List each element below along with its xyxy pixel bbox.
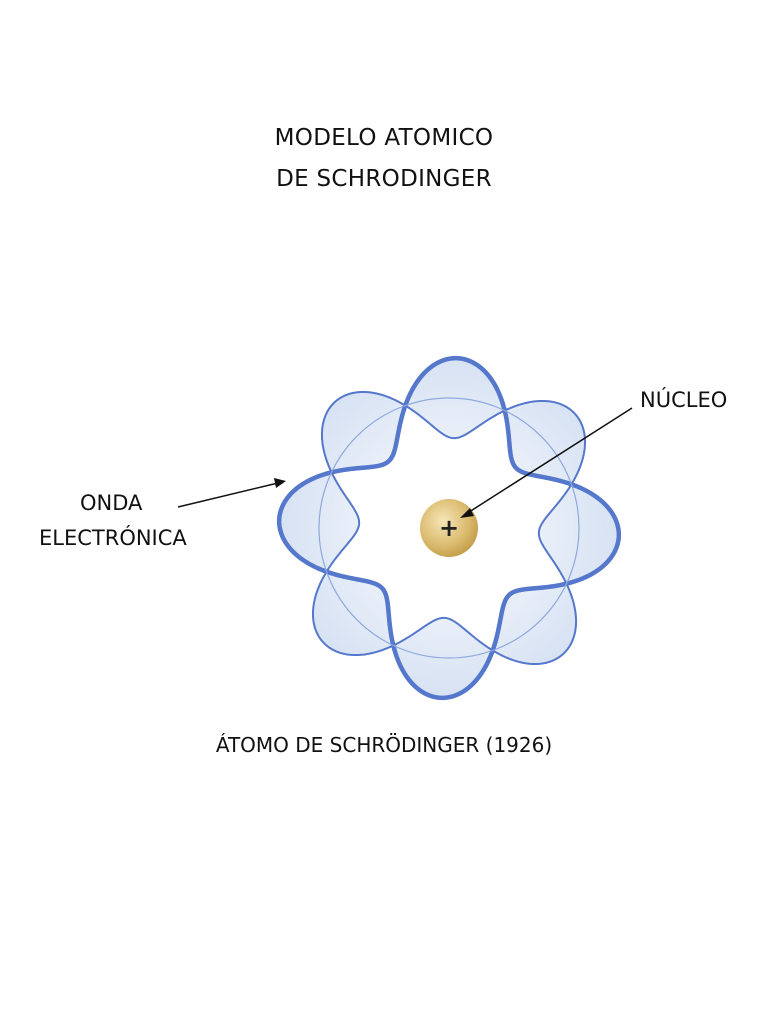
electron-wave-label-line1: ONDA [80, 491, 143, 515]
nucleus-label: NÚCLEO [640, 388, 728, 412]
wave-outer-curve [276, 355, 622, 701]
title-line-2: DE SCHRODINGER [276, 166, 492, 192]
wave-fill [279, 358, 619, 698]
electron-wave [276, 355, 622, 701]
nucleus-plus-sign: + [439, 514, 459, 542]
electron-wave-label-line2: ELECTRÓNICA [39, 526, 187, 550]
wave-mid-circle [318, 397, 580, 659]
electron-wave-arrowhead [274, 478, 286, 488]
nucleus-arrowhead [460, 508, 474, 518]
wave-inner-curve [311, 390, 587, 666]
electron-wave-arrow [177, 482, 279, 508]
caption: ÁTOMO DE SCHRÖDINGER (1926) [215, 733, 553, 757]
nucleus-arrow [465, 407, 633, 515]
nucleus [420, 499, 478, 557]
title-line-1: MODELO ATOMICO [274, 125, 494, 151]
